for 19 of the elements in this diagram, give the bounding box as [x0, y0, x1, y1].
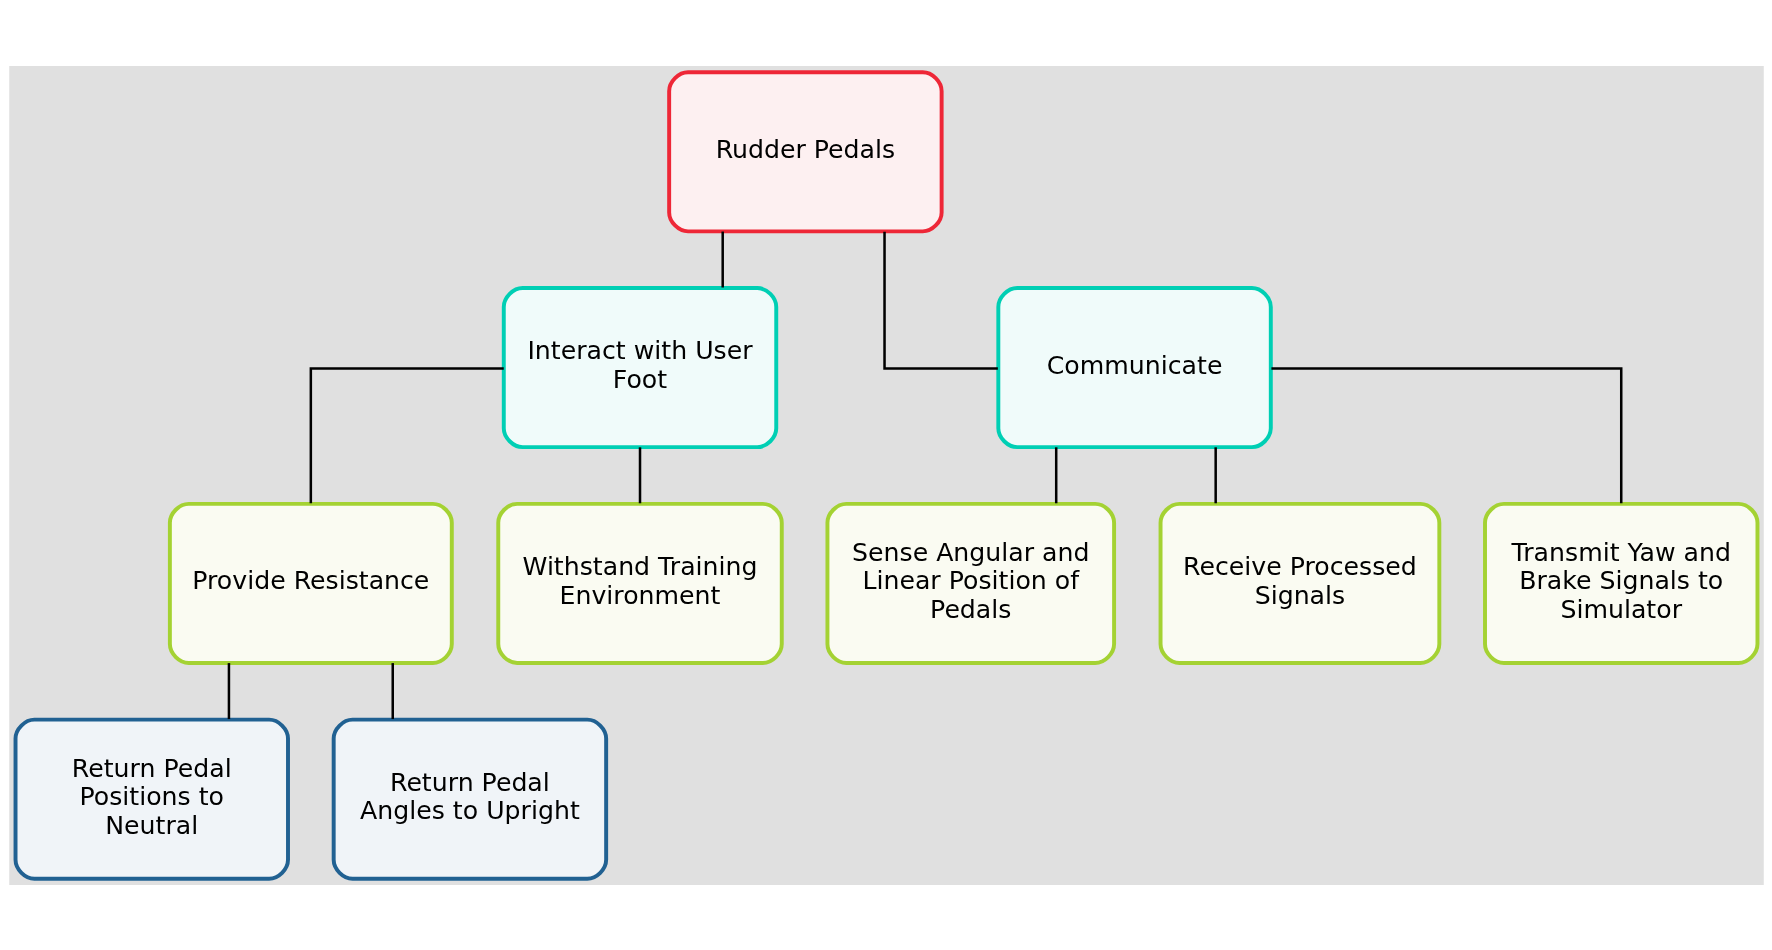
node-box: Sense Angular and Linear Position of Pedals — [824, 501, 1116, 665]
node-box: Interact with User Foot — [501, 285, 778, 449]
node-box: Provide Resistance — [167, 501, 454, 665]
connector — [309, 366, 504, 503]
node-box: Transmit Yaw and Brake Signals to Simulator — [1482, 501, 1759, 665]
connector — [391, 662, 394, 719]
node-box: Withstand Training Environment — [495, 501, 784, 665]
node-box: Return Pedal Positions to Neutral — [13, 717, 290, 881]
connector — [720, 231, 724, 287]
node-box: Rudder Pedals — [666, 69, 944, 233]
node-box: Communicate — [995, 285, 1273, 449]
connector — [882, 231, 998, 370]
connector — [1270, 366, 1622, 503]
connector — [1054, 446, 1057, 503]
node-box: Return Pedal Angles to Upright — [331, 717, 608, 881]
connector — [638, 446, 641, 503]
node-box: Receive Processed Signals — [1158, 501, 1441, 665]
connector — [1213, 446, 1217, 503]
connector — [227, 662, 230, 719]
